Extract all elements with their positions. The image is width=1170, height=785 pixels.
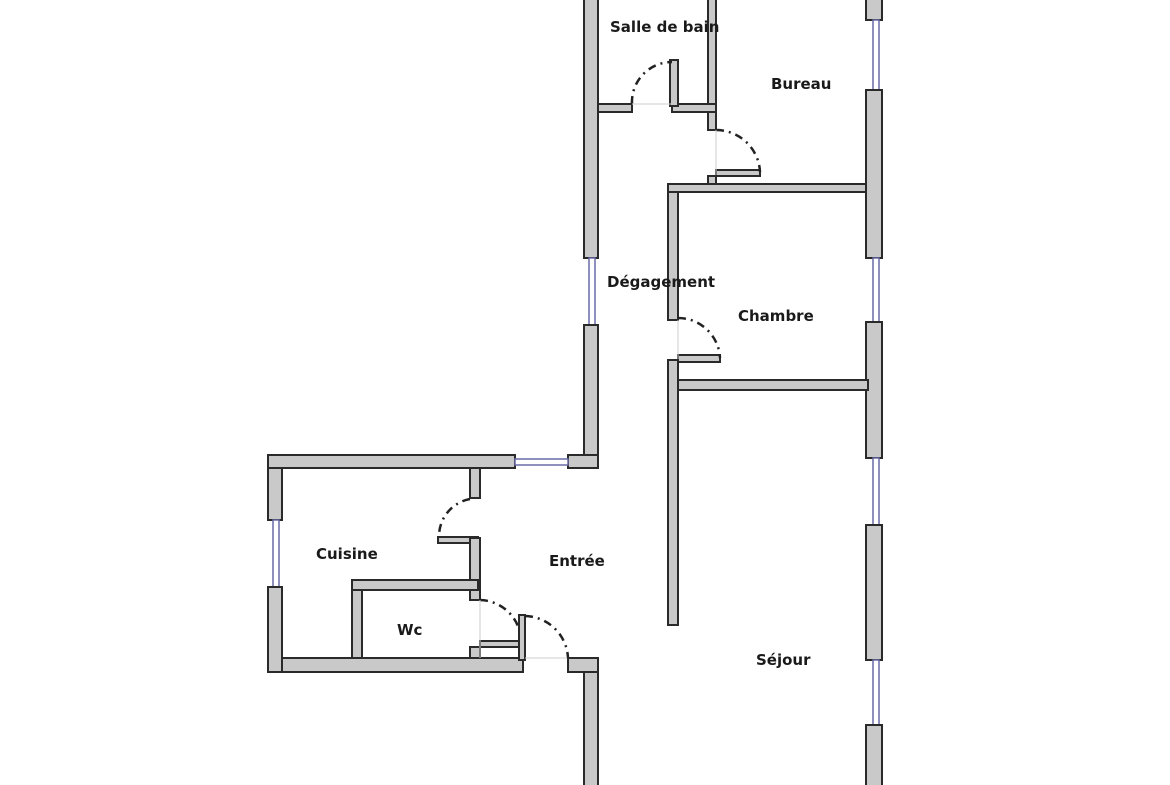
room-label-chambre: Chambre — [738, 307, 814, 325]
window — [872, 19, 880, 91]
wall — [597, 103, 633, 113]
room-label-sejour: Séjour — [756, 651, 811, 669]
walls — [267, 0, 883, 785]
wall — [469, 537, 481, 601]
door-swing — [677, 316, 722, 359]
wall — [707, 111, 717, 131]
room-label-cuisine: Cuisine — [316, 545, 378, 563]
wall — [583, 324, 599, 469]
wall — [267, 467, 283, 521]
wall — [667, 183, 869, 193]
room-label-entree: Entrée — [549, 552, 605, 570]
wall — [865, 89, 883, 259]
wall — [267, 454, 516, 469]
wall — [567, 657, 599, 673]
wall — [865, 724, 883, 785]
wall — [671, 103, 717, 113]
window — [872, 257, 880, 323]
room-label-salle-de-bain: Salle de bain — [610, 18, 720, 36]
wall — [267, 586, 283, 673]
wall — [567, 454, 599, 469]
wall — [677, 379, 869, 391]
door-leaf — [677, 354, 721, 363]
window — [272, 519, 280, 588]
door-swing — [630, 60, 673, 105]
window — [588, 257, 596, 326]
wall — [583, 0, 599, 259]
wall — [865, 524, 883, 661]
window — [872, 659, 880, 726]
door-leaf — [518, 614, 526, 661]
wall — [469, 646, 481, 659]
wall — [707, 0, 717, 106]
room-label-degagement: Dégagement — [607, 273, 716, 291]
door-swing — [437, 497, 471, 538]
door-leaf — [479, 640, 524, 648]
door-swing — [715, 128, 762, 173]
door-leaf — [715, 169, 761, 177]
wall — [865, 0, 883, 21]
wall — [351, 579, 479, 591]
room-label-bureau: Bureau — [771, 75, 832, 93]
wall — [281, 657, 524, 673]
window — [872, 457, 880, 526]
wall — [583, 671, 599, 785]
door-leaf — [669, 59, 679, 107]
wall — [667, 359, 679, 626]
window — [514, 458, 569, 466]
wall — [351, 589, 363, 659]
wall — [667, 191, 679, 321]
door-swing — [479, 598, 523, 641]
room-label-wc: Wc — [397, 621, 423, 639]
door-swing — [524, 614, 570, 659]
wall — [469, 467, 481, 499]
